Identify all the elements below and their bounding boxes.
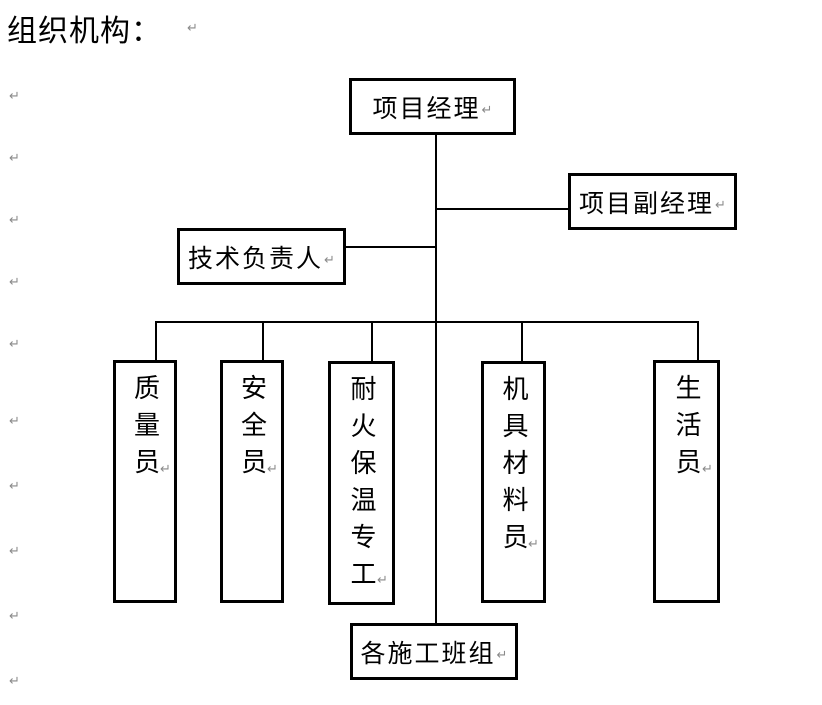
org-box-technical-lead[interactable]: 技术负责人 ↵	[177, 228, 346, 285]
org-box-deputy-project-manager[interactable]: 项目副经理 ↵	[568, 173, 737, 230]
paragraph-mark: ↵	[715, 198, 726, 213]
paragraph-mark: ↵	[9, 479, 20, 494]
page-title: 组织机构：	[7, 15, 162, 48]
paragraph-mark: ↵	[9, 337, 20, 352]
connector-drop-materials-officer	[521, 321, 523, 361]
paragraph-mark: ↵	[9, 151, 20, 166]
connector-drop-logistics-officer	[697, 321, 699, 360]
connector-drop-safety-officer	[262, 321, 264, 360]
paragraph-mark: ↵	[9, 213, 20, 228]
org-box-fireproof-insulation-specialist[interactable]: 耐火保温专工 ↵	[328, 361, 395, 605]
paragraph-mark: ↵	[9, 89, 20, 104]
paragraph-mark: ↵	[528, 537, 539, 552]
paragraph-mark: ↵	[9, 609, 20, 624]
org-box-equipment-materials-officer[interactable]: 机具材料员 ↵	[481, 361, 546, 603]
org-box-label: 项目副经理	[579, 190, 715, 218]
paragraph-mark: ↵	[702, 462, 713, 477]
connector-trunk-vertical	[435, 134, 437, 623]
org-box-label: 质量员	[130, 374, 160, 485]
org-box-logistics-officer[interactable]: 生活员 ↵	[653, 360, 720, 603]
paragraph-mark: ↵	[496, 648, 508, 663]
org-box-label: 耐火保温专工	[347, 375, 376, 597]
org-box-label: 安全员	[237, 374, 267, 485]
paragraph-mark: ↵	[9, 414, 20, 429]
connector-branch-horizontal	[155, 321, 699, 323]
connector-to-technical-lead	[346, 246, 436, 248]
paragraph-mark: ↵	[481, 103, 493, 118]
paragraph-mark: ↵	[9, 544, 20, 559]
paragraph-mark: ↵	[324, 253, 335, 268]
org-box-label: 项目经理	[372, 95, 481, 123]
paragraph-mark: ↵	[187, 21, 198, 36]
paragraph-mark: ↵	[9, 674, 20, 689]
org-box-project-manager[interactable]: 项目经理 ↵	[349, 78, 516, 135]
paragraph-mark: ↵	[160, 462, 171, 477]
org-box-label: 技术负责人	[188, 245, 324, 273]
org-box-label: 机具材料员	[499, 375, 528, 560]
org-box-label: 生活员	[672, 374, 701, 485]
org-box-label: 各施工班组	[360, 640, 496, 668]
connector-drop-quality-officer	[155, 321, 157, 360]
org-box-construction-teams[interactable]: 各施工班组 ↵	[350, 623, 518, 680]
paragraph-mark: ↵	[377, 573, 388, 588]
paragraph-mark: ↵	[9, 275, 20, 290]
connector-to-deputy-manager	[436, 208, 568, 210]
paragraph-mark: ↵	[267, 462, 278, 477]
connector-drop-insulation-specialist	[371, 321, 373, 361]
org-box-safety-officer[interactable]: 安全员 ↵	[220, 360, 284, 603]
org-box-quality-officer[interactable]: 质量员 ↵	[113, 360, 177, 603]
